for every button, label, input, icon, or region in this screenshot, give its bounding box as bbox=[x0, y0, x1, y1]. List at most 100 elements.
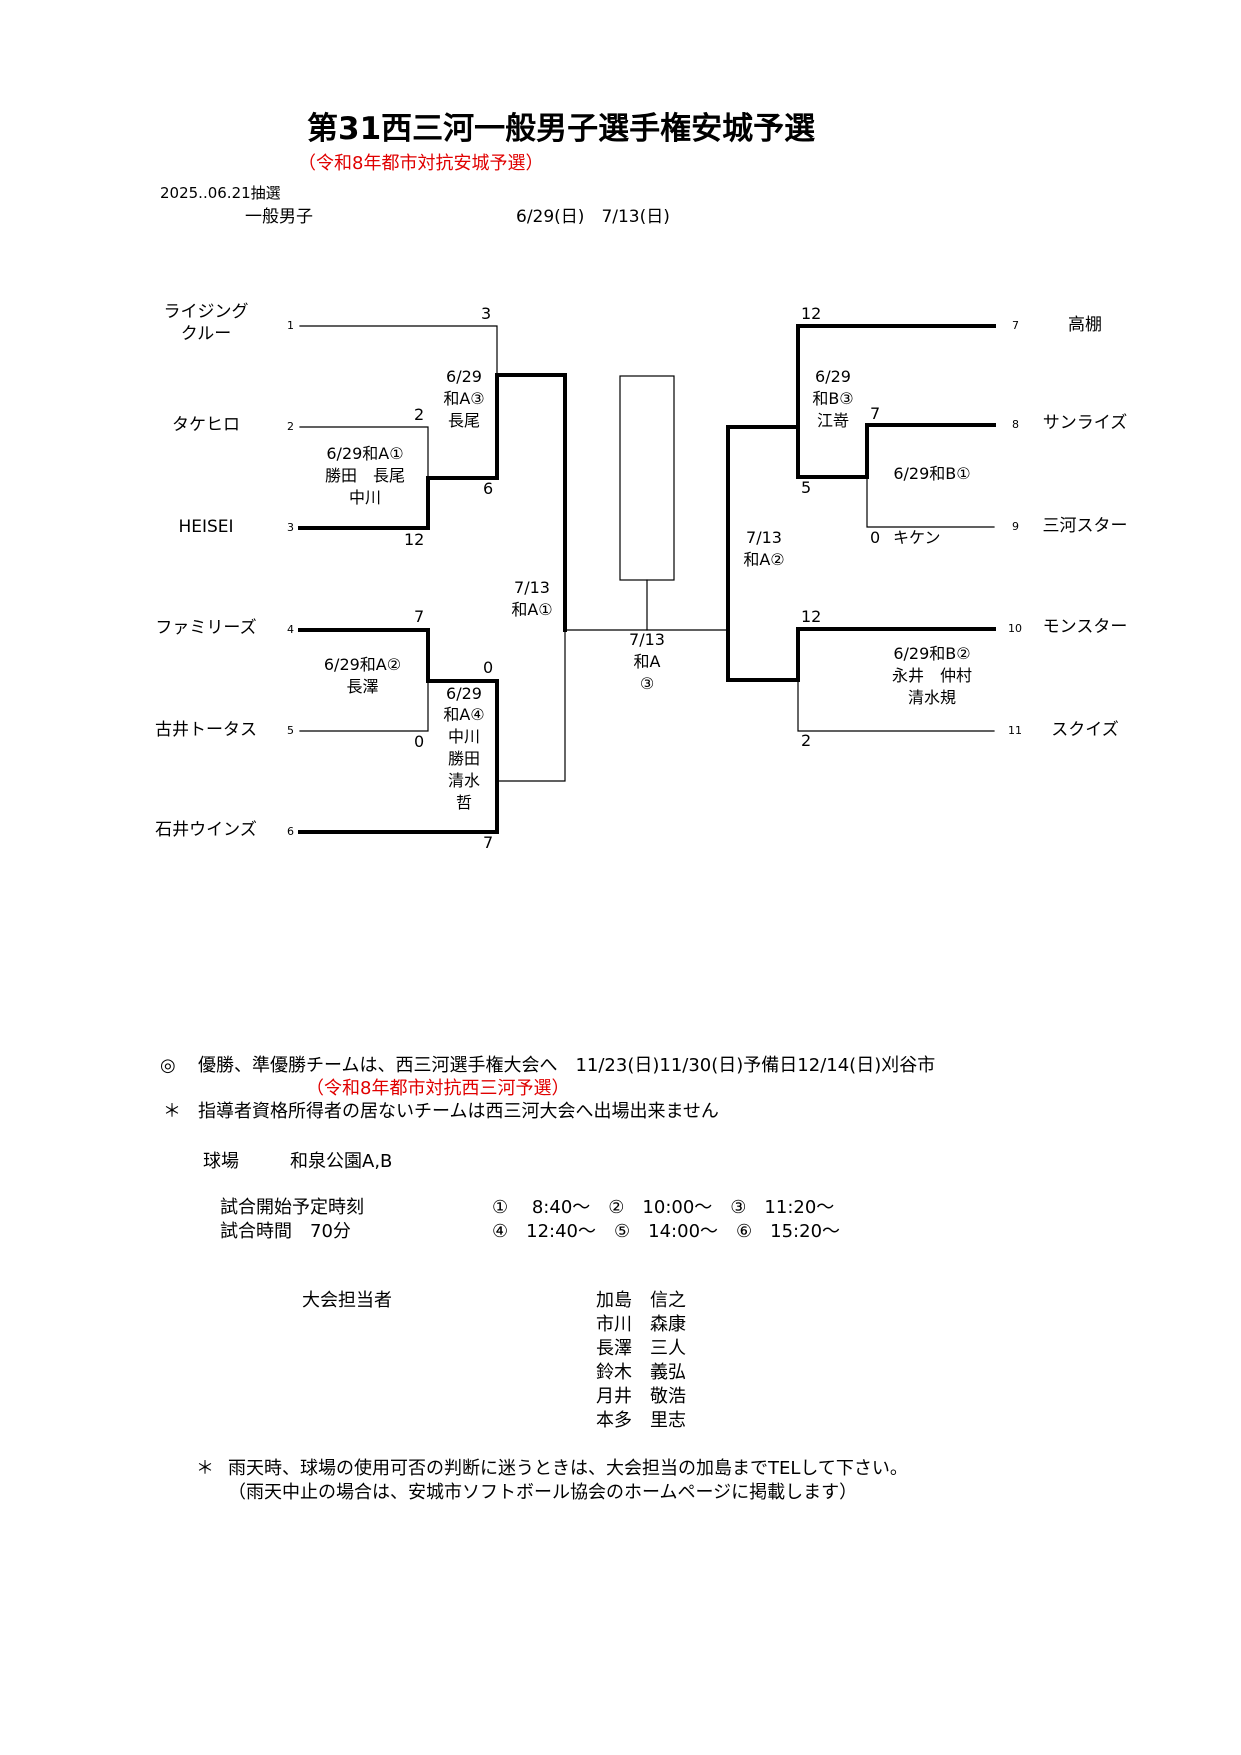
match-a4-umpire-2: 勝田 bbox=[447, 749, 480, 768]
score-team11: 2 bbox=[801, 731, 812, 750]
team-name-4: ファミリーズ bbox=[155, 618, 257, 638]
bracket-line-team6 bbox=[298, 779, 499, 834]
team-name-10: モンスター bbox=[1042, 617, 1128, 637]
staff-label: 大会担当者 bbox=[302, 1290, 392, 1311]
score-team4: 7 bbox=[414, 607, 425, 626]
page-subtitle: （令和8年都市対抗安城予選） bbox=[298, 153, 544, 174]
match-a1-date: 6/29和A① bbox=[326, 444, 404, 463]
match-semi-left-date: 7/13 bbox=[514, 578, 550, 597]
bracket-line-a3-winner bbox=[495, 373, 567, 632]
score-team5: 0 bbox=[414, 732, 425, 751]
team-name-8: サンライズ bbox=[1042, 413, 1128, 433]
seed-10: 10 bbox=[1008, 622, 1022, 635]
team-name-1-line2: クルー bbox=[180, 324, 232, 344]
match-b1-info: 6/29和B① bbox=[893, 464, 971, 483]
bracket-line-team9 bbox=[866, 476, 995, 528]
match-a4-umpire-4: 哲 bbox=[455, 793, 472, 812]
bracket-line-team10 bbox=[796, 627, 996, 682]
draw-date: 2025..06.21抽選 bbox=[160, 184, 281, 202]
bracket-line-team4 bbox=[298, 628, 430, 683]
start-times-row-1: ① 8:40～ ② 10:00～ ③ 11:20～ bbox=[492, 1197, 835, 1218]
page-title: 第31西三河一般男子選手権安城予選 bbox=[307, 111, 816, 147]
score-team8: 7 bbox=[870, 404, 881, 423]
start-times-row-2: ④ 12:40～ ⑤ 14:00～ ⑥ 15:20～ bbox=[492, 1221, 841, 1242]
score-team10: 12 bbox=[801, 607, 822, 626]
seed-7: 7 bbox=[1012, 319, 1019, 332]
match-b3-date: 6/29 bbox=[815, 367, 851, 386]
match-b2-umpire-2: 清水規 bbox=[907, 688, 956, 707]
match-a1-umpires: 勝田 長尾 bbox=[324, 466, 405, 485]
staff-member-5: 月井 敬浩 bbox=[596, 1386, 686, 1407]
match-b3-court: 和B③ bbox=[812, 389, 854, 408]
category-label: 一般男子 bbox=[245, 207, 313, 227]
bracket-line-b3-winner bbox=[726, 425, 800, 632]
seed-6: 6 bbox=[287, 825, 294, 838]
seed-1: 1 bbox=[287, 319, 294, 332]
match-semi-left-court: 和A① bbox=[511, 600, 553, 619]
match-final-date: 7/13 bbox=[629, 630, 665, 649]
rain-note: 雨天時、球場の使用可否の判断に迷うときは、大会担当の加島までTELして下さい。 bbox=[228, 1458, 908, 1479]
seed-2: 2 bbox=[287, 420, 294, 433]
team-name-2: タケヒロ bbox=[172, 415, 240, 435]
bracket-line-team1 bbox=[299, 325, 498, 376]
score-team6: 7 bbox=[483, 833, 494, 852]
tournament-dates: 6/29(日) 7/13(日) bbox=[516, 207, 670, 227]
team-name-3: HEISEI bbox=[178, 517, 234, 537]
match-final-court: 和A bbox=[633, 652, 661, 671]
duration-label: 試合時間 70分 bbox=[220, 1221, 351, 1242]
bracket-line-team8 bbox=[865, 423, 996, 479]
rain-subnote: （雨天中止の場合は、安城市ソフトボール協会のホームページに掲載します） bbox=[228, 1482, 858, 1503]
seed-3: 3 bbox=[287, 521, 294, 534]
bracket-diagram bbox=[298, 324, 996, 834]
match-a2-umpire: 長澤 bbox=[346, 677, 379, 696]
team-name-9: 三河スター bbox=[1042, 516, 1128, 536]
rain-mark: ＊ bbox=[196, 1458, 214, 1479]
match-b2-umpires: 永井 仲村 bbox=[891, 666, 972, 685]
match-a3-umpire: 長尾 bbox=[447, 411, 480, 430]
staff-member-4: 鈴木 義弘 bbox=[596, 1362, 686, 1383]
score-team1: 3 bbox=[481, 304, 492, 323]
score-team9: 0 bbox=[870, 528, 881, 547]
match-b1-umpire: キケン bbox=[893, 528, 941, 547]
advance-subnote: （令和8年都市対抗西三河予選） bbox=[306, 1078, 570, 1099]
start-time-label: 試合開始予定時刻 bbox=[220, 1197, 364, 1218]
match-a4-umpire-1: 中川 bbox=[447, 727, 480, 746]
advance-note: 優勝、準優勝チームは、西三河選手権大会へ 11/23(日)11/30(日)予備日… bbox=[198, 1055, 936, 1076]
bracket-line-team7 bbox=[796, 324, 996, 429]
seed-9: 9 bbox=[1012, 520, 1019, 533]
match-a1-umpire-2: 中川 bbox=[348, 488, 381, 507]
match-a4-umpire-3: 清水 bbox=[447, 771, 480, 790]
match-a4-date: 6/29 bbox=[446, 684, 482, 703]
seed-5: 5 bbox=[287, 724, 294, 737]
staff-member-2: 市川 森康 bbox=[596, 1314, 686, 1335]
venue-label: 球場 bbox=[203, 1151, 239, 1172]
seed-4: 4 bbox=[287, 623, 294, 636]
team-name-7: 高棚 bbox=[1068, 315, 1102, 335]
match-semi-right-date: 7/13 bbox=[746, 528, 782, 547]
score-a2-winner: 0 bbox=[483, 658, 494, 677]
score-b1-winner: 5 bbox=[801, 478, 812, 497]
staff-member-3: 長澤 三人 bbox=[596, 1338, 686, 1359]
match-a3-court: 和A③ bbox=[443, 389, 485, 408]
team-name-6: 石井ウインズ bbox=[155, 820, 257, 840]
staff-member-6: 本多 里志 bbox=[596, 1410, 686, 1431]
seed-11: 11 bbox=[1008, 724, 1022, 737]
match-a4-court: 和A④ bbox=[443, 705, 485, 724]
coach-note: 指導者資格所得者の居ないチームは西三河大会へ出場出来ません bbox=[198, 1101, 719, 1122]
match-b2-date: 6/29和B② bbox=[893, 644, 971, 663]
champion-box bbox=[619, 375, 675, 581]
team-name-11: スクイズ bbox=[1051, 720, 1119, 740]
score-team7: 12 bbox=[801, 304, 822, 323]
bracket-line-team3 bbox=[298, 476, 430, 530]
team-name-5: 古井トータス bbox=[155, 720, 257, 740]
team-name-1-line1: ライジング bbox=[163, 302, 249, 322]
match-a3-date: 6/29 bbox=[446, 367, 482, 386]
match-b3-umpire: 江嵜 bbox=[816, 411, 849, 430]
staff-member-1: 加島 信之 bbox=[596, 1290, 686, 1311]
score-a1-winner: 6 bbox=[483, 479, 494, 498]
bracket-line-b1-winner bbox=[796, 425, 869, 479]
bracket-line-a2-winner bbox=[426, 679, 499, 783]
bracket-line-a4-winner bbox=[496, 629, 566, 782]
coach-mark: ＊ bbox=[163, 1101, 181, 1122]
advance-mark: ◎ bbox=[160, 1055, 176, 1076]
